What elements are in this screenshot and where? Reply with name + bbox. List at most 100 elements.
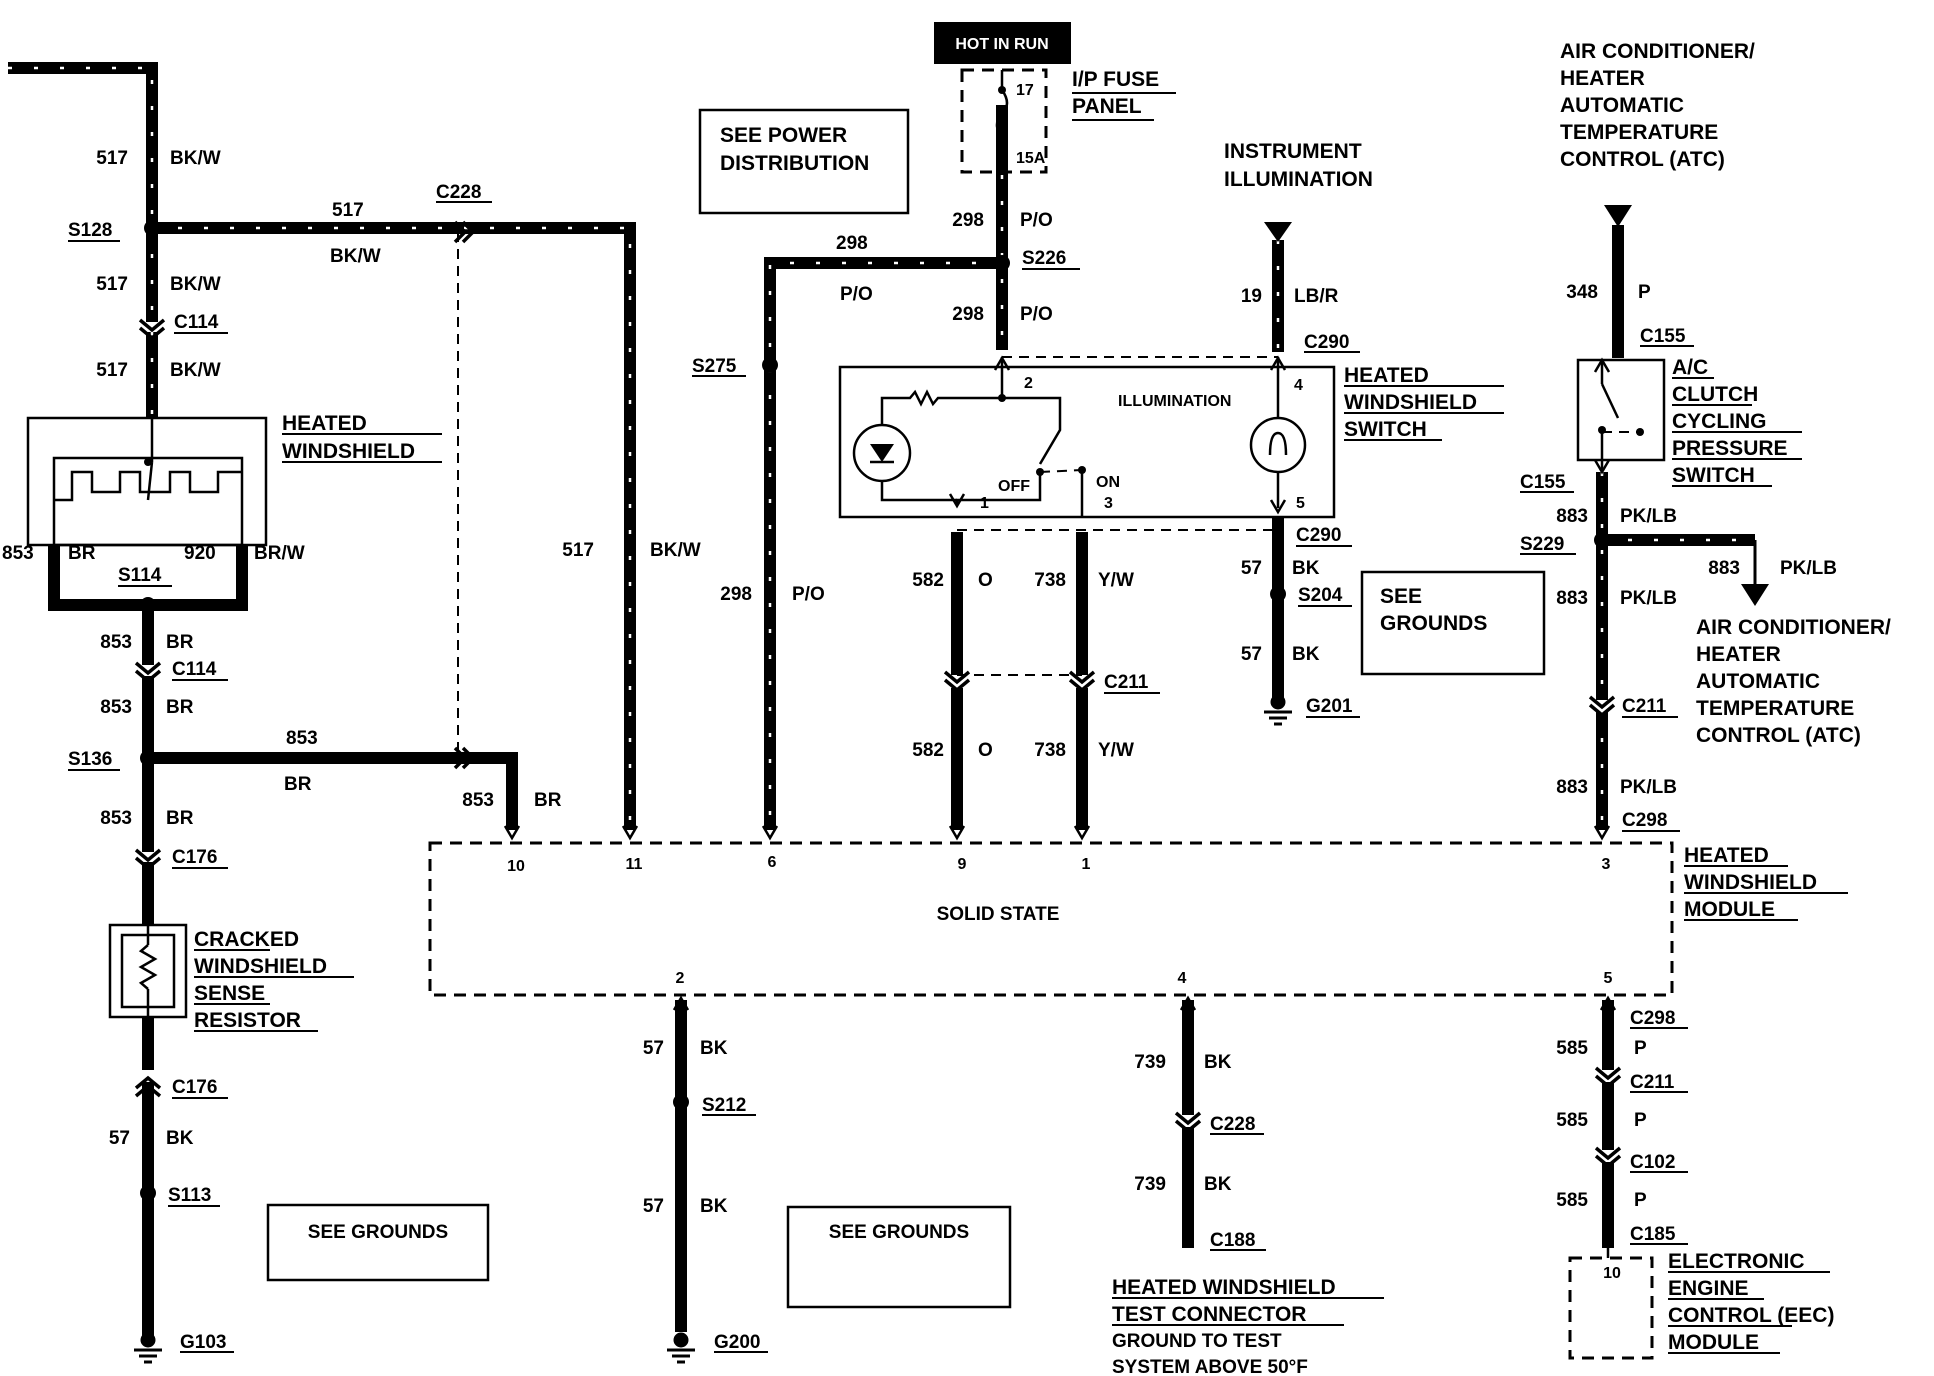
heated-windshield-label-2: WINDSHIELD [282, 440, 415, 463]
heated-windshield-label-1: HEATED [282, 412, 367, 435]
see-power-label-2: DISTRIBUTION [720, 152, 869, 175]
labels: I/P FUSE PANEL INSTRUMENT ILLUMINATION A… [2, 40, 1891, 1376]
wire-num-739-a: 739 [1134, 1052, 1166, 1073]
wire-color-bk-f: BK [1204, 1052, 1232, 1073]
wire-num-883-a: 883 [1556, 506, 1588, 527]
wire-color-p-b: P [1634, 1038, 1647, 1059]
connector-g200: G200 [714, 1332, 760, 1353]
wire-num-883-d: 883 [1556, 777, 1588, 798]
wire-num-517-e: 517 [562, 540, 594, 561]
see-grounds-label-3: SEE GROUNDS [829, 1222, 969, 1243]
fuse-panel: 17 15A [960, 68, 1048, 174]
connector-c228-2: C228 [1210, 1114, 1255, 1135]
wire-num-57-e: 57 [643, 1196, 664, 1217]
wire-num-57-c: 57 [1241, 644, 1262, 665]
wire-color-o-a: O [978, 570, 993, 591]
wire-num-348: 348 [1566, 282, 1598, 303]
wire-color-pklb-c: PK/LB [1620, 588, 1677, 609]
s136-dot [140, 750, 156, 766]
connector-s136: S136 [68, 749, 112, 770]
connector-symbols [134, 220, 1622, 1169]
fuse-icon [995, 89, 1009, 139]
atc-right-5: CONTROL (ATC) [1696, 724, 1861, 747]
see-grounds-label-2b: GROUNDS [1380, 612, 1487, 635]
test-connector-label-1: HEATED WINDSHIELD [1112, 1276, 1336, 1299]
c211-symbol-a [943, 670, 971, 693]
wire-num-298-d: 298 [952, 304, 984, 325]
ac-switch-label-2: CLUTCH [1672, 383, 1758, 406]
wire-color-po-c: P/O [1020, 210, 1053, 231]
wire-color-br-d: BR [284, 774, 312, 795]
wire-num-739-b: 739 [1134, 1174, 1166, 1195]
wire-num-582-a: 582 [912, 570, 944, 591]
connector-c114: C114 [174, 312, 219, 333]
wire-num-57-a: 57 [109, 1128, 130, 1149]
wire-color-br-f: BR [534, 790, 562, 811]
c102-symbol [1594, 1146, 1622, 1169]
connector-c298-2: C298 [1630, 1008, 1675, 1029]
wire-num-585-b: 585 [1556, 1110, 1588, 1131]
fuse-panel-label-1: I/P FUSE [1072, 68, 1159, 91]
module-pin-4: 4 [1178, 970, 1187, 987]
connector-s226: S226 [1022, 248, 1066, 269]
wire-color-p-a: P [1638, 282, 1651, 303]
fuse-panel-label-2: PANEL [1072, 95, 1142, 118]
g201-ground-icon [1264, 694, 1292, 726]
see-grounds-boxes [266, 570, 1546, 1309]
module-pin-9: 9 [958, 856, 967, 873]
ac-clutch-switch [1576, 357, 1666, 475]
wire-num-57-b: 57 [1241, 558, 1262, 579]
atc-top-5: CONTROL (ATC) [1560, 148, 1725, 171]
c211-symbol-c [1588, 695, 1616, 718]
instrument-illum-1: INSTRUMENT [1224, 140, 1362, 163]
s114-dot [140, 597, 156, 613]
wire-num-19: 19 [1241, 286, 1262, 307]
wire-color-p-c: P [1634, 1110, 1647, 1131]
wire-color-bkw-d: BK/W [330, 246, 381, 267]
wire-color-o-b: O [978, 740, 993, 761]
wire-color-bkw-e: BK/W [650, 540, 701, 561]
hot-in-run-box: HOT IN RUN [934, 22, 1071, 64]
switch-pin-2: 2 [1024, 375, 1033, 392]
connector-c185: C185 [1630, 1224, 1676, 1245]
c228-symbol-3 [1174, 1111, 1202, 1134]
wire-num-738-b: 738 [1034, 740, 1066, 761]
eec-label-4: MODULE [1668, 1331, 1759, 1354]
cracked-resistor [108, 923, 188, 1070]
switch-blade-icon [1002, 396, 1062, 465]
illumination-label: ILLUMINATION [1118, 393, 1231, 410]
hw-module-label-1: HEATED [1684, 844, 1769, 867]
module-pin-3: 3 [1602, 856, 1611, 873]
test-connector-label-2: TEST CONNECTOR [1112, 1303, 1306, 1326]
illum-arrow-icon [1264, 222, 1292, 242]
s113-dot [140, 1185, 156, 1201]
see-power-box: SEE POWER DISTRIBUTION [698, 108, 910, 215]
connector-s204: S204 [1298, 585, 1343, 606]
wire-color-pklb-a: PK/LB [1620, 506, 1677, 527]
wire-color-po-a: P/O [792, 584, 825, 605]
cracked-label-2: WINDSHIELD [194, 955, 327, 978]
c176-symbol [134, 848, 162, 871]
module-pin-5: 5 [1604, 970, 1613, 987]
solid-state-label: SOLID STATE [937, 904, 1060, 925]
wire-num-517-a: 517 [96, 148, 128, 169]
instrument-illum-2: ILLUMINATION [1224, 168, 1373, 191]
switch-pin-4: 4 [1294, 377, 1303, 394]
cracked-label-3: SENSE [194, 982, 265, 1005]
s275-dot [762, 357, 778, 373]
atc-top-2: HEATER [1560, 67, 1645, 90]
atc-top-3: AUTOMATIC [1560, 94, 1684, 117]
wire-num-582-b: 582 [912, 740, 944, 761]
s128-dot [144, 220, 160, 236]
connector-c211-2: C211 [1622, 696, 1667, 717]
hot-in-run-label: HOT IN RUN [955, 36, 1048, 53]
connector-c290: C290 [1304, 332, 1349, 353]
hw-switch [838, 355, 1336, 519]
wires [8, 62, 1755, 1340]
s204-dot [1270, 586, 1286, 602]
atc-right-1: AIR CONDITIONER/ [1696, 616, 1891, 639]
atc-top-4: TEMPERATURE [1560, 121, 1718, 144]
g103-ground-icon [134, 1332, 162, 1364]
wire-color-br-e: BR [166, 808, 194, 829]
